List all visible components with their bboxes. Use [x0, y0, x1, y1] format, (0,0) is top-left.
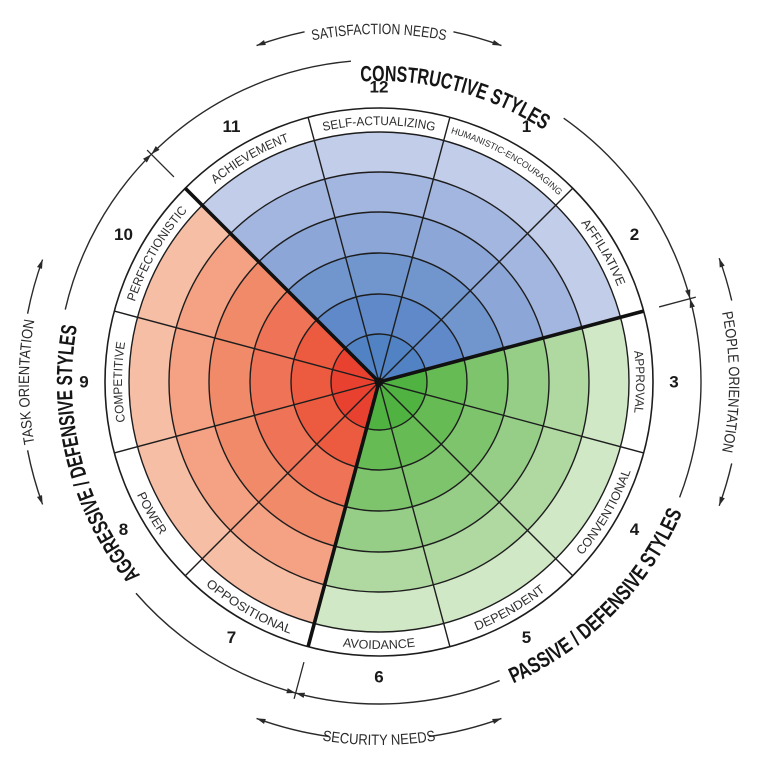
- segment-number-2: 2: [630, 225, 639, 244]
- people-orientation-text: PEOPLE ORIENTATION: [718, 310, 742, 454]
- passive-arc-top: [678, 298, 702, 498]
- aggressive-arc-top: [64, 153, 152, 310]
- divider-45: [378, 187, 574, 383]
- task-arrow-up: [26, 259, 44, 314]
- people-orientation-label: PEOPLE ORIENTATION: [718, 310, 742, 454]
- segment-number-11: 11: [223, 117, 241, 136]
- segment-dividers: [114, 117, 645, 648]
- divider-285: [378, 381, 451, 647]
- segment-label-text: AVOIDANCE: [342, 636, 416, 652]
- segment-number-10: 10: [114, 225, 133, 244]
- divider-315: [378, 381, 574, 577]
- group-tick-15: [658, 296, 696, 308]
- ring-circle-3: [249, 252, 509, 512]
- segment-number-8: 8: [119, 520, 128, 539]
- divider-105: [307, 117, 380, 383]
- segment-number-9: 9: [79, 373, 88, 392]
- group-tick-255: [293, 661, 305, 699]
- style-group-arcs: [64, 60, 702, 705]
- security-arrow-left: [256, 717, 330, 738]
- ring-circle-5: [168, 171, 590, 593]
- aggressive-arc-bottom: [135, 592, 296, 694]
- security-arrow-right: [428, 717, 502, 738]
- segment-number-4: 4: [630, 520, 640, 539]
- segment-label-avoidance: AVOIDANCE: [342, 636, 416, 652]
- segment-number-3: 3: [669, 373, 678, 392]
- security-needs-text: SECURITY NEEDS: [322, 728, 437, 749]
- segment-number-12: 12: [370, 78, 389, 97]
- segment-numbers: 1 2 3 4 5 6 7 8 9 10 11 12: [79, 78, 678, 687]
- group-tick-135: [146, 149, 175, 178]
- satisfaction-arrow-right: [453, 31, 502, 47]
- people-arrow-up: [718, 257, 733, 301]
- ring-circle-1: [330, 333, 428, 431]
- segment-number-1: 1: [522, 117, 531, 136]
- segment-label-text: APPROVAL: [631, 350, 647, 414]
- constructive-arc-left: [150, 60, 352, 155]
- divider-75: [378, 117, 451, 383]
- task-orientation-text: TASK ORIENTATION: [16, 318, 38, 446]
- segment-number-7: 7: [227, 628, 236, 647]
- satisfaction-arrow-left: [256, 31, 305, 47]
- divider-345: [378, 381, 644, 454]
- ring-circle-4: [208, 211, 550, 553]
- ring-circle-6: [128, 131, 630, 633]
- center-dot: [374, 377, 384, 387]
- security-needs-label: SECURITY NEEDS: [322, 728, 437, 749]
- divider-165: [114, 310, 380, 383]
- label-ring-outer-circle: [104, 107, 654, 657]
- segment-label-self-actualizing: SELF-ACTUALIZING: [321, 114, 437, 134]
- segment-label-text: COMPETITIVE: [111, 341, 128, 424]
- group-boundary-aggressive-passive: [306, 381, 381, 648]
- group-boundary-constructive-passive: [378, 309, 645, 384]
- people-arrow-down: [718, 463, 733, 507]
- divider-225: [184, 381, 380, 577]
- segment-label-approval: APPROVAL: [631, 350, 647, 414]
- passive-arc-bottom: [295, 679, 500, 705]
- ring-circles: [104, 107, 654, 657]
- segment-label-text: SELF-ACTUALIZING: [321, 114, 437, 134]
- segment-label-competitive: COMPETITIVE: [111, 341, 128, 424]
- needs-axes: SATISFACTION NEEDS PEOPLE ORIENTATION TA…: [16, 21, 742, 749]
- task-orientation-label: TASK ORIENTATION: [16, 318, 38, 446]
- segment-number-5: 5: [522, 628, 531, 647]
- divider-195: [114, 381, 380, 454]
- group-boundary-constructive-aggressive: [183, 186, 381, 384]
- constructive-arc-right: [563, 117, 691, 299]
- segment-number-6: 6: [374, 668, 383, 687]
- task-arrow-down: [26, 450, 44, 505]
- ring-circle-2: [290, 293, 468, 471]
- satisfaction-needs-text: SATISFACTION NEEDS: [310, 21, 448, 44]
- satisfaction-needs-label: SATISFACTION NEEDS: [310, 21, 448, 44]
